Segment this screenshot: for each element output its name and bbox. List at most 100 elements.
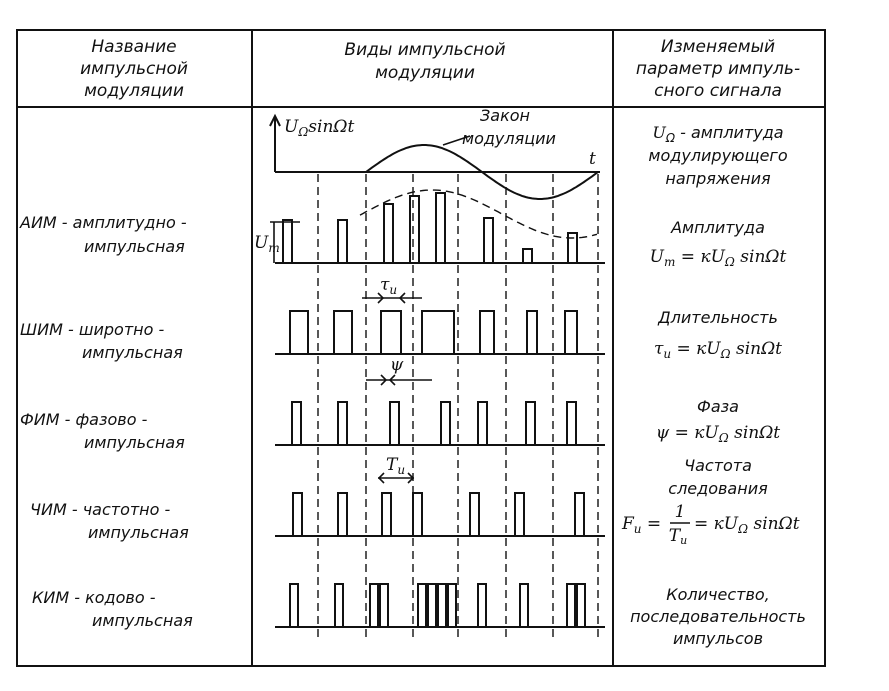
table-grid <box>16 29 826 667</box>
param-shim: Длительность τи = кUΩ sinΩt <box>654 308 782 361</box>
row-name-chim-line2: импульсная <box>88 523 189 542</box>
aim-pulse <box>567 232 578 263</box>
param-chim: Частота следования Fи = 1 Tи = кUΩ sinΩt <box>621 456 800 547</box>
shim-pulse <box>421 310 455 354</box>
chim-pulse <box>337 492 348 536</box>
modulation-law-pointer <box>442 135 471 146</box>
aim-pulse <box>522 248 533 263</box>
param-kim-line2: последовательность <box>630 607 806 626</box>
row-name-shim-line1: ШИМ - широтно - <box>20 320 164 339</box>
vertical-dashed-guides <box>317 174 599 640</box>
row-name-chim: ЧИМ - частотно - импульсная <box>30 500 189 542</box>
param-modulation-line3: напряжения <box>665 169 771 188</box>
shim-pulse <box>526 310 538 354</box>
row-name-fim: ФИМ - фазово - импульсная <box>20 410 185 452</box>
kim-pulse <box>427 583 437 627</box>
aim-pulse <box>435 192 446 263</box>
kim-pulse <box>369 583 379 627</box>
aim-envelope <box>359 189 598 239</box>
row-name-aim: АИМ - амплитудно - импульсная <box>19 213 187 256</box>
modulation-law-label-line1: Закон <box>480 106 530 125</box>
row-name-kim-line2: импульсная <box>92 611 193 630</box>
chim-pulse <box>574 492 585 536</box>
param-aim: Амплитуда Um = кUΩ sinΩt <box>650 218 787 269</box>
shim-duration-label: τи <box>380 275 397 297</box>
param-shim-formula: τи = кUΩ sinΩt <box>654 339 782 361</box>
shim-pulse <box>333 310 353 354</box>
aim-pulse-train <box>282 192 578 263</box>
fim-pulse <box>389 401 400 445</box>
shim-pulse <box>479 310 495 354</box>
header-col-name-line1: Название <box>91 37 176 57</box>
kim-pulse <box>334 583 344 627</box>
modulation-time-label: t <box>589 149 596 169</box>
chim-pulse <box>292 492 303 536</box>
chim-period-label: Tи <box>386 455 405 477</box>
param-kim-line3: импульсов <box>673 629 763 648</box>
header-col-types: Виды импульсной модуляции <box>344 40 505 83</box>
fim-pulse <box>477 401 488 445</box>
shim-pulse <box>564 310 578 354</box>
kim-pulse <box>477 583 487 627</box>
aim-pulse <box>383 203 394 263</box>
kim-pulse <box>379 583 389 627</box>
modulation-y-arrow <box>269 113 281 127</box>
aim-pulse <box>337 219 348 263</box>
aim-pulse <box>282 219 293 263</box>
fim-phase-marker: ψ <box>366 355 432 386</box>
param-modulation-line1: UΩ - амплитуда <box>652 123 783 145</box>
row-name-aim-line2: импульсная <box>84 237 185 256</box>
row-name-chim-line1: ЧИМ - частотно - <box>30 500 171 519</box>
param-aim-formula: Um = кUΩ sinΩt <box>650 247 787 269</box>
param-kim-line1: Количество, <box>666 585 770 604</box>
shim-pulse-train <box>289 310 578 354</box>
aim-pulse <box>483 217 494 263</box>
param-modulation-line2: модулирующего <box>648 146 787 165</box>
header-col-param-line3: сного сигнала <box>654 81 782 101</box>
aim-pulse <box>409 195 420 263</box>
param-fim-title: Фаза <box>697 397 739 416</box>
kim-pulse <box>447 583 457 627</box>
row-name-kim: КИМ - кодово - импульсная <box>32 588 193 630</box>
shim-pulse <box>380 310 402 354</box>
param-chim-subtitle: следования <box>668 479 768 498</box>
param-fim: Фаза ψ = кUΩ sinΩt <box>656 397 780 445</box>
param-fim-formula: ψ = кUΩ sinΩt <box>656 423 780 445</box>
param-kim: Количество, последовательность импульсов <box>630 585 806 648</box>
svg-text:Fи =: Fи = <box>621 514 661 536</box>
modulation-law-plot: UΩsinΩt t Закон модуляции <box>269 106 600 200</box>
chim-pulse <box>469 492 480 536</box>
fim-pulse <box>291 401 302 445</box>
param-modulation: UΩ - амплитуда модулирующего напряжения <box>648 123 787 188</box>
row-name-shim-line2: импульсная <box>82 343 183 362</box>
param-shim-title: Длительность <box>657 308 778 327</box>
kim-pulse <box>417 583 427 627</box>
header-col-name-line3: модуляции <box>84 81 184 101</box>
aim-amplitude-marker: Um <box>254 221 300 263</box>
header-col-param-line1: Изменяемый <box>661 37 775 57</box>
param-chim-title: Частота <box>684 456 752 475</box>
kim-pulse-train <box>289 583 586 627</box>
header-col-param: Изменяемый параметр импуль- сного сигнал… <box>636 37 800 101</box>
kim-pulse <box>437 583 447 627</box>
svg-text:= кUΩ sinΩt: = кUΩ sinΩt <box>694 514 800 536</box>
kim-pulse <box>289 583 299 627</box>
param-aim-title: Амплитуда <box>670 218 765 237</box>
fim-pulse <box>337 401 348 445</box>
row-name-fim-line2: импульсная <box>84 433 185 452</box>
fim-pulse <box>525 401 536 445</box>
param-chim-formula: Fи = 1 Tи = кUΩ sinΩt <box>621 502 800 547</box>
kim-pulse <box>519 583 529 627</box>
shim-duration-marker: τи <box>362 275 422 304</box>
row-name-fim-line1: ФИМ - фазово - <box>20 410 148 429</box>
header-col-name: Название импульсной модуляции <box>80 37 188 101</box>
kim-pulse <box>566 583 576 627</box>
kim-pulse <box>576 583 586 627</box>
fim-pulse <box>440 401 451 445</box>
header-col-param-line2: параметр импуль- <box>636 59 800 79</box>
modulation-sine-wave <box>275 144 599 200</box>
svg-text:1: 1 <box>675 502 686 522</box>
chim-pulse-train <box>292 492 585 536</box>
row-name-aim-line1: АИМ - амплитудно - <box>19 213 187 232</box>
header-col-types-line1: Виды импульсной <box>344 40 505 60</box>
